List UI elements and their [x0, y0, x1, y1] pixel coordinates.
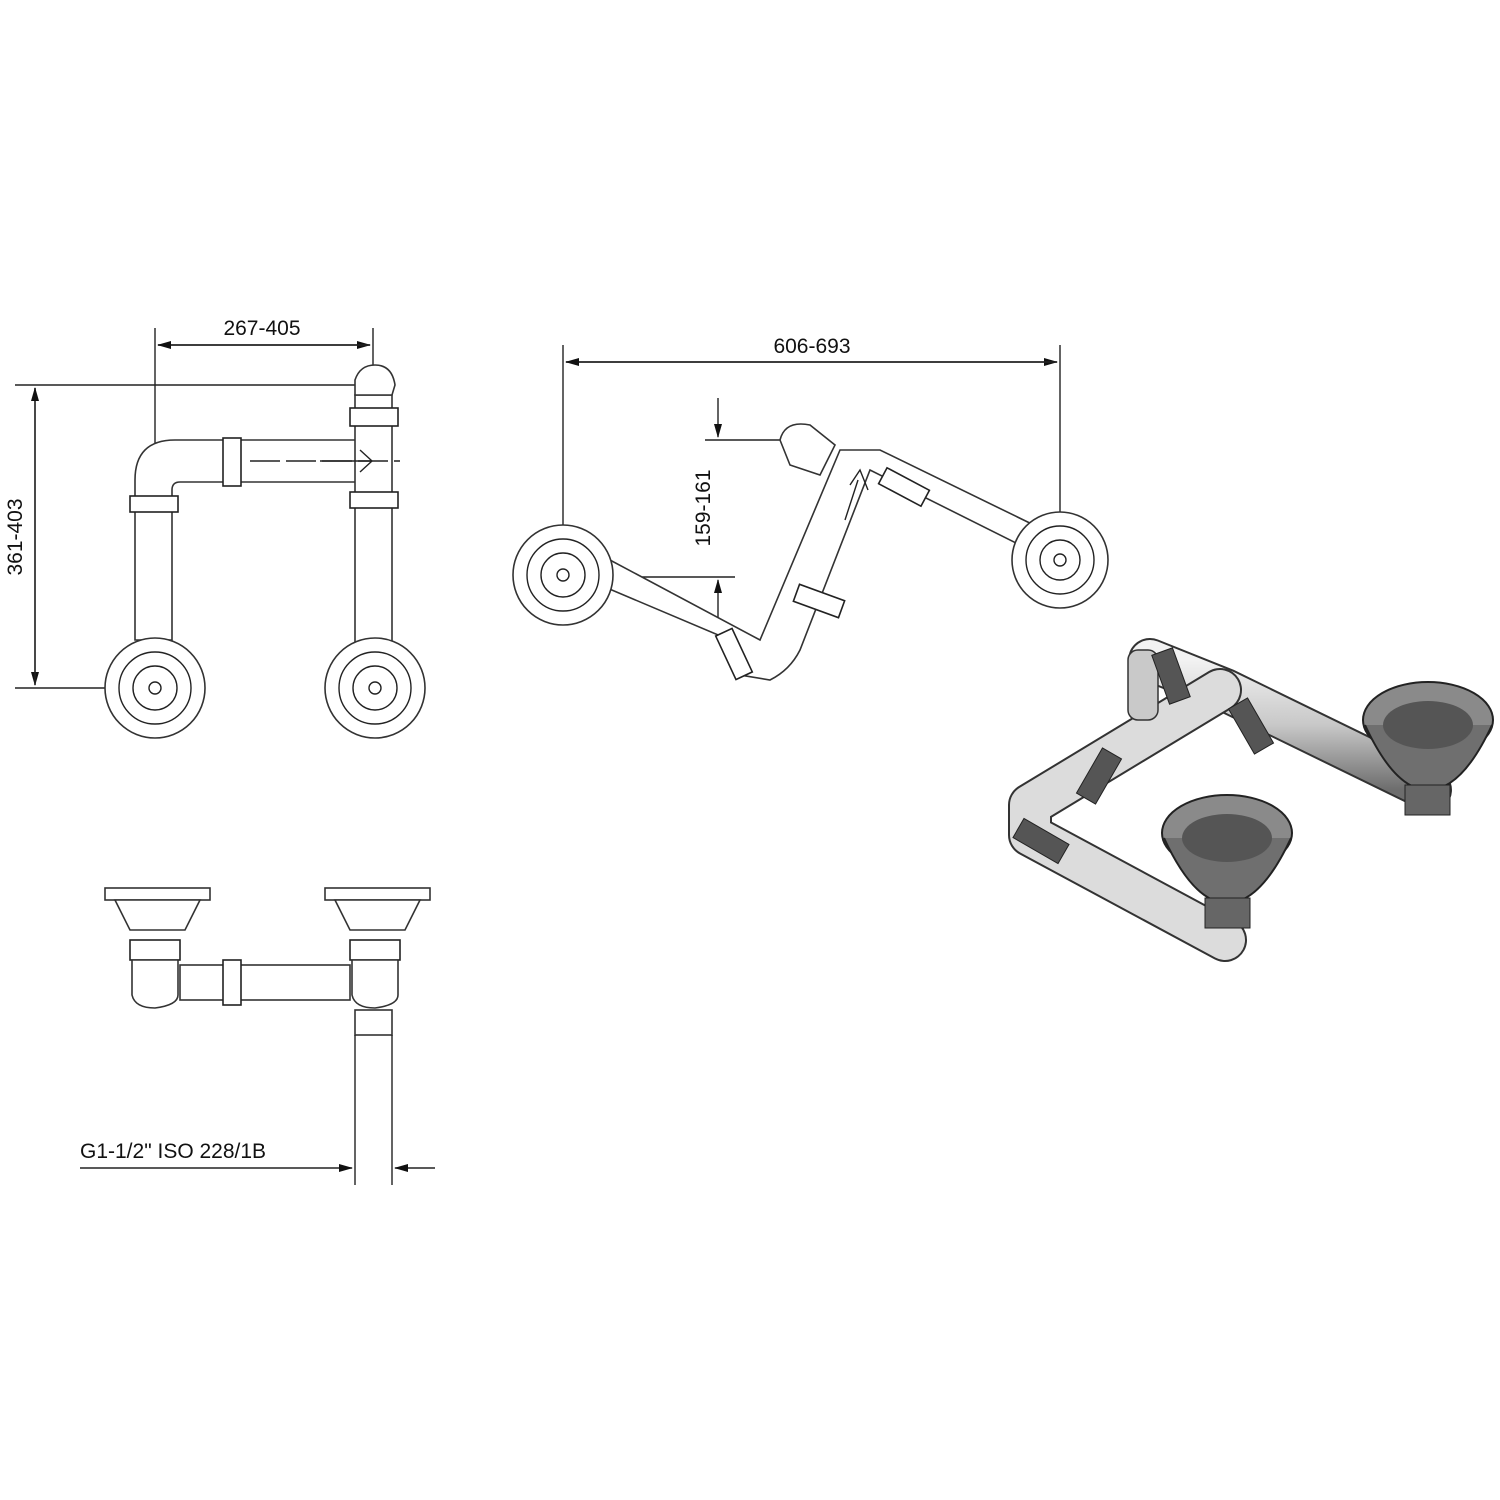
nut [792, 583, 846, 619]
offset-dimension-label: 159-161 [692, 469, 715, 546]
vertical-pipe [354, 394, 393, 646]
nut [349, 491, 399, 509]
nuts [1012, 647, 1275, 865]
drain-strainer-left [104, 637, 206, 739]
outlet-elbow [354, 364, 396, 396]
horizontal-pipe [179, 964, 351, 1001]
front-view: G1-1/2" ISO 228/1B [80, 887, 435, 1185]
rotated-view: 606-693 159-161 [512, 335, 1109, 681]
height-dimension-label: 361-403 [4, 498, 27, 575]
nut [222, 437, 242, 487]
drain-strainer-right [324, 637, 426, 739]
nut [714, 627, 754, 681]
drain-strainer-left [512, 524, 614, 626]
iso-pipe-front [1010, 670, 1245, 960]
width-dimension-label: 267-405 [223, 317, 300, 340]
drain-strainer-right [1011, 511, 1109, 609]
nut [129, 495, 179, 513]
nut [877, 466, 931, 508]
sink-strainer-right [1362, 681, 1494, 816]
isometric-view [1008, 638, 1494, 962]
outlet-elbow [779, 423, 837, 476]
width-dimension-label: 606-693 [773, 335, 850, 358]
thread-spec-label: G1-1/2" ISO 228/1B [80, 1140, 266, 1163]
strainer-right [324, 887, 431, 1009]
nut [222, 959, 242, 1006]
strainer-left [104, 887, 211, 1009]
flow-arrow-icon [320, 449, 374, 473]
outlet-elbow [1127, 649, 1159, 721]
outlet-nut [354, 1009, 393, 1036]
horizontal-pipe [134, 439, 381, 641]
pipe-assembly [598, 449, 1042, 681]
flow-arrow-icon [844, 468, 869, 521]
sink-strainer-left [1161, 794, 1293, 929]
nut [349, 407, 399, 427]
top-view: 267-405 361-403 [4, 317, 426, 739]
